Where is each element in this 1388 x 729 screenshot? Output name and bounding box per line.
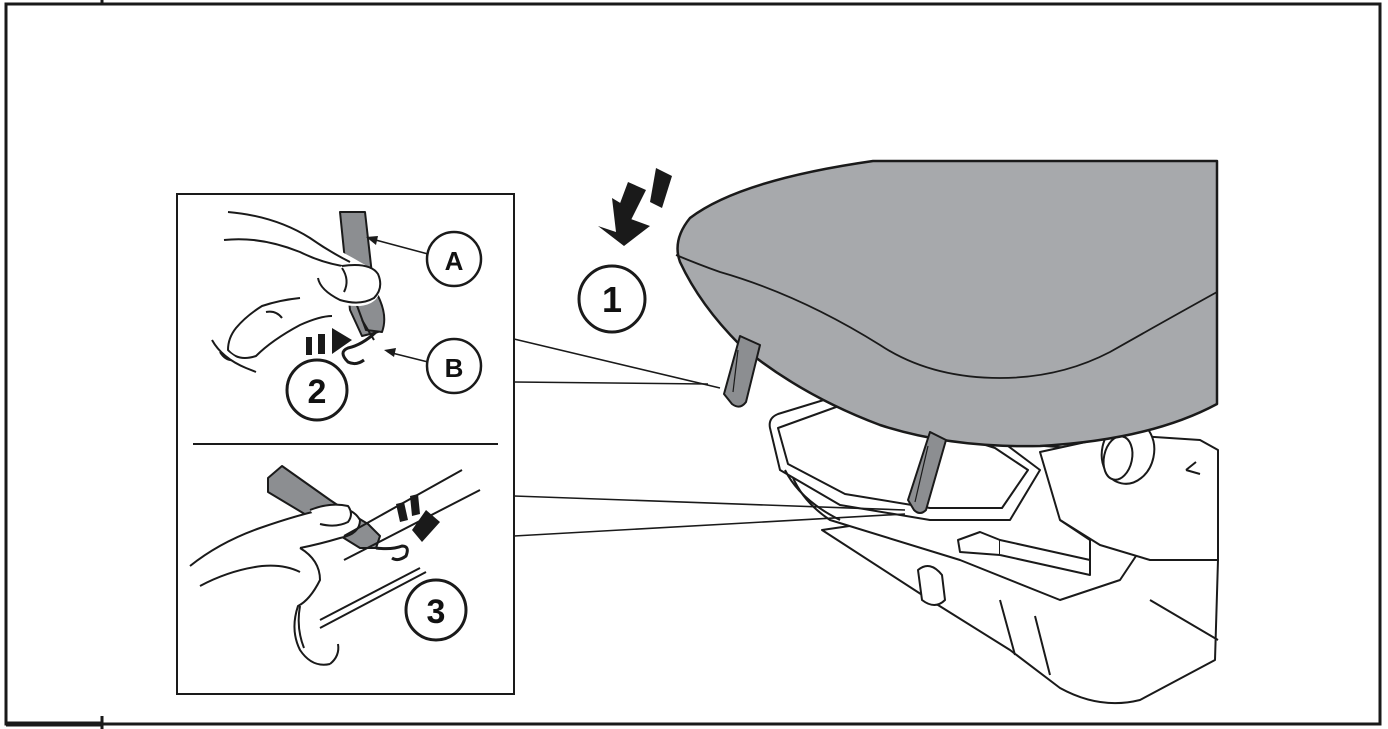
strap-left — [723, 335, 761, 408]
step-marker-3: 3 — [404, 578, 468, 642]
outer-frame — [4, 0, 1382, 729]
part-a-letter: A — [445, 246, 464, 276]
detail-inset: A B 2 3 — [176, 193, 515, 695]
seat-straps — [723, 335, 947, 514]
machine-body — [768, 391, 1219, 705]
step-2-number: 2 — [308, 373, 327, 411]
press-motion-arrows — [598, 168, 672, 246]
seat-seam — [675, 254, 1218, 379]
seat-top — [676, 159, 1219, 448]
part-label-a: A — [366, 230, 483, 288]
step-1-number: 1 — [602, 279, 622, 320]
seat — [675, 159, 1219, 448]
part-label-b: B — [384, 337, 483, 395]
step-marker-2: 2 — [285, 358, 349, 422]
step-3-number: 3 — [427, 593, 446, 631]
step-marker-1: 1 — [577, 264, 647, 334]
detail-hand-hook — [189, 465, 481, 666]
part-b-letter: B — [445, 353, 464, 383]
callout-leaders — [513, 338, 906, 537]
detail-hand-pull — [211, 211, 386, 373]
